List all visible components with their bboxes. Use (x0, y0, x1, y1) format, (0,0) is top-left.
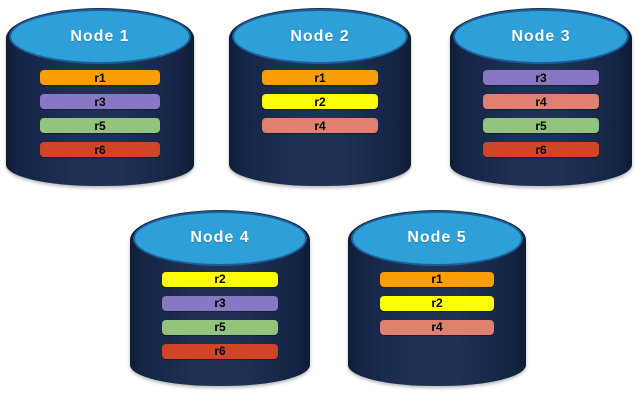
node-cylinder-5: Node 5 r1 r2 r4 (348, 210, 526, 386)
node-label: Node 3 (511, 27, 571, 45)
replica-bar: r5 (162, 319, 278, 335)
replica-bar: r3 (39, 94, 161, 110)
node-cylinder-2: Node 2 r1 r2 r4 (229, 8, 411, 186)
node-top-ellipse: Node 1 (8, 9, 192, 65)
replica-list: r1 r2 r4 (380, 271, 494, 335)
replica-list: r2 r3 r5 r6 (162, 271, 278, 359)
replica-bar: r5 (482, 118, 600, 134)
node-top-ellipse: Node 4 (132, 211, 308, 266)
replica-bar: r4 (261, 118, 379, 134)
replica-bar: r4 (482, 94, 600, 110)
replica-list: r1 r2 r4 (261, 70, 379, 134)
replica-bar: r3 (162, 295, 278, 311)
replica-list: r3 r4 r5 r6 (482, 70, 600, 158)
node-cylinder-1: Node 1 r1 r3 r5 r6 (6, 8, 194, 186)
replica-bar: r6 (162, 343, 278, 359)
replica-list: r1 r3 r5 r6 (39, 70, 161, 158)
replica-bar: r3 (482, 70, 600, 86)
node-top-ellipse: Node 5 (350, 211, 524, 266)
replica-bar: r6 (482, 142, 600, 158)
replica-bar: r1 (380, 271, 494, 287)
node-label: Node 2 (290, 27, 350, 45)
replica-bar: r2 (162, 271, 278, 287)
replica-bar: r5 (39, 118, 161, 134)
node-top-ellipse: Node 2 (231, 9, 409, 65)
node-cylinder-4: Node 4 r2 r3 r5 r6 (130, 210, 310, 386)
replica-bar: r2 (380, 295, 494, 311)
replica-bar: r4 (380, 319, 494, 335)
node-top-ellipse: Node 3 (452, 9, 630, 65)
replica-bar: r6 (39, 142, 161, 158)
node-label: Node 1 (70, 27, 130, 45)
node-cylinder-3: Node 3 r3 r4 r5 r6 (450, 8, 632, 186)
node-label: Node 4 (190, 229, 250, 247)
replica-bar: r1 (39, 70, 161, 86)
replica-bar: r2 (261, 94, 379, 110)
node-label: Node 5 (407, 229, 467, 247)
replica-bar: r1 (261, 70, 379, 86)
